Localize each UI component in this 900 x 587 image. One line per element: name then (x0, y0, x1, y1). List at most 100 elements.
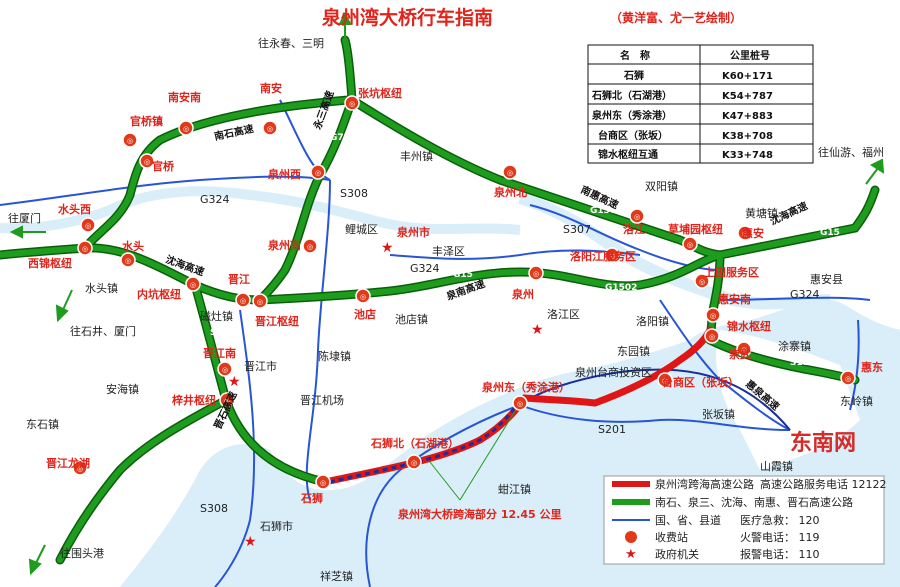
bridge-note: 泉州湾大桥跨海部分 12.45 公里 (397, 507, 561, 521)
toll-station-label: 泉州西 (267, 167, 301, 181)
toll-station-icon (604, 247, 620, 263)
toll-station-icon (629, 208, 645, 224)
expressway-code-badge: G1502 (590, 206, 622, 216)
place-label: 磁灶镇 (200, 309, 233, 323)
road-code-label: S307 (563, 223, 591, 236)
toll-station-icon (657, 372, 673, 388)
toll-station-label: 南安 (260, 81, 282, 95)
toll-glyph: ◎ (190, 281, 196, 289)
toll-station-icon (528, 265, 544, 281)
toll-station-icon (217, 361, 233, 377)
table-cell: K33+748 (722, 150, 773, 161)
toll-station-label: 南安南 (168, 90, 201, 104)
toll-stations: ◎南安南◎南安◎张坑枢纽◎官桥镇◎官桥◎泉州西◎泉州北◎水头西◎水头◎西锦枢纽◎… (28, 81, 883, 505)
toll-glyph: ◎ (320, 479, 326, 487)
toll-station-icon (139, 153, 155, 169)
toll-glyph: ◎ (125, 257, 131, 265)
place-label: 晋江机场 (300, 393, 344, 407)
toll-station-icon (694, 273, 710, 289)
toll-station-label: 洛阳江服务区 (570, 249, 636, 263)
road-code-label: G324 (790, 288, 820, 301)
toll-station-icon (840, 370, 856, 386)
place-label: 安海镇 (106, 382, 139, 396)
toll-glyph: ◎ (411, 459, 417, 467)
toll-glyph: ◎ (845, 375, 851, 383)
place-label: 陈埭镇 (318, 349, 351, 363)
table-cell: K47+883 (722, 111, 773, 122)
toll-station-icon (120, 252, 136, 268)
toll-glyph: ◎ (517, 400, 523, 408)
toll-glyph: ◎ (144, 158, 150, 166)
toll-station-icon (185, 276, 201, 292)
toll-station-icon (219, 392, 235, 408)
toll-station-icon (178, 120, 194, 136)
phone-police: 报警电话： 110 (740, 547, 820, 561)
direction-label: 往仙游、福州 (818, 145, 884, 159)
legend: 泉州湾跨海高速公路 高速公路服务电话 12122 南石、泉三、沈海、南惠、晋石高… (603, 475, 887, 565)
toll-station-label: 泉州东（秀涂港） (481, 380, 570, 394)
toll-station-label: 惠安南 (718, 292, 751, 306)
toll-glyph: ◎ (257, 298, 263, 306)
toll-station-icon (122, 132, 138, 148)
place-label: 双阳镇 (645, 179, 678, 193)
highway-name-label: 南石高速 (213, 122, 255, 143)
toll-glyph: ◎ (307, 243, 313, 251)
toll-station-label: 官桥镇 (130, 114, 163, 128)
toll-station-icon (80, 217, 96, 233)
toll-glyph: ◎ (662, 377, 668, 385)
toll-station-label: 张坑枢纽 (358, 86, 402, 100)
highway-name-label: 惠泉高速 (743, 377, 782, 413)
toll-station-label: 泉州北 (493, 185, 527, 199)
toll-station-icon (72, 460, 88, 476)
toll-glyph: ◎ (742, 230, 748, 238)
phone-fire: 火警电话： 119 (740, 530, 820, 544)
toll-glyph: ◎ (609, 252, 615, 260)
toll-station-icon (344, 95, 360, 111)
toll-station-label: 石狮 (300, 491, 323, 505)
expressway-code-badge: G15 (453, 270, 473, 280)
toll-station-label: 晋江枢纽 (255, 314, 299, 328)
government-star-icon: ★ (531, 322, 544, 338)
government-place-label: 洛江区 (547, 307, 580, 321)
place-label: 蚶江镇 (498, 482, 531, 496)
expressway-code-badge: G15 (440, 138, 460, 148)
direction-label: 往石井、厦门 (70, 324, 136, 338)
table-cell: 台商区（张坂） (598, 129, 668, 142)
toll-station-icon (704, 328, 720, 344)
toll-station-label: 梓井枢纽 (172, 393, 216, 407)
table-header-km: 公里桩号 (730, 49, 770, 62)
road-layer (0, 99, 871, 587)
toll-station-label: 泉州 (511, 287, 534, 301)
table-cell: 泉州东（秀涂港） (591, 109, 672, 122)
toll-station-label: 草埔园枢纽 (668, 222, 723, 236)
toll-glyph: ◎ (507, 169, 513, 177)
direction-label: 往永春、三明 (258, 36, 324, 50)
place-label: 山霞镇 (760, 459, 793, 473)
expressway-code-badge: S1573 (210, 328, 242, 338)
toll-station-icon (262, 120, 278, 136)
toll-station-icon (682, 236, 698, 252)
place-label: 洛阳镇 (636, 314, 669, 328)
toll-glyph: ◎ (224, 397, 230, 405)
road-code-label: S308 (340, 187, 368, 200)
legend-label: 南石、泉三、沈海、南惠、晋石高速公路 (655, 495, 853, 509)
toll-station-icon (77, 240, 93, 256)
place-label: 丰泽区 (432, 245, 465, 258)
toll-station-icon (235, 292, 251, 308)
direction-label: 往围头港 (60, 546, 104, 560)
toll-station-icon (310, 164, 326, 180)
toll-station-label: 池店 (354, 307, 376, 321)
toll-glyph: ◎ (634, 213, 640, 221)
place-label: 东石镇 (26, 417, 59, 431)
legend-label: 泉州湾跨海高速公路 (655, 477, 754, 491)
phone-medical: 医疗急救： 120 (740, 513, 820, 527)
direction-label: 往厦门 (8, 211, 41, 225)
toll-glyph: ◎ (127, 137, 133, 145)
highway-name-label: 泉南高速 (444, 277, 487, 303)
toll-station-label: 泉州南 (267, 238, 301, 252)
government-star-icon: ★ (228, 374, 241, 390)
toll-station-icon (406, 454, 422, 470)
toll-glyph: ◎ (222, 366, 228, 374)
road-code-label: S201 (598, 423, 626, 436)
toll-station-label: 晋江龙湖 (46, 456, 90, 470)
